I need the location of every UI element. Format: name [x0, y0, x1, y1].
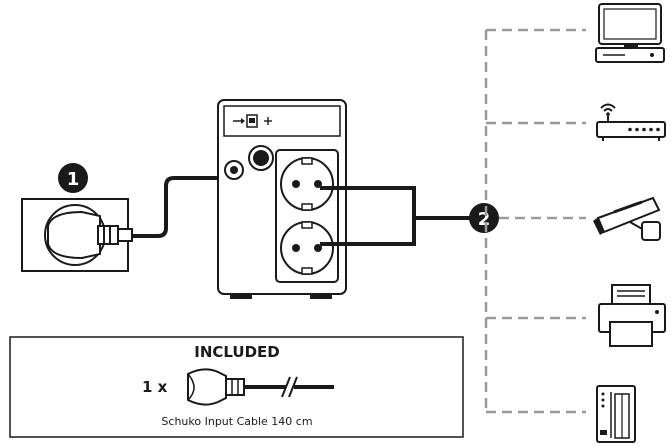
output-cable-1: [320, 186, 470, 220]
usb-port-icon: [233, 114, 258, 128]
device-bus: [484, 28, 586, 414]
included-caption: Schuko Input Cable 140 cm: [161, 415, 312, 428]
ups-outlet-2: [280, 221, 334, 275]
security-camera-icon: [593, 196, 661, 241]
step-2-number: 2: [478, 209, 491, 230]
printer-icon: [598, 284, 666, 347]
schuko-cable-icon: [187, 368, 334, 406]
step-1-badge: 1: [58, 163, 88, 193]
wifi-router-icon: [596, 103, 666, 141]
ups-unit: [217, 99, 347, 299]
step-2-badge: 2: [469, 203, 499, 233]
desktop-computer-icon: [595, 3, 665, 63]
nas-storage-icon: [596, 385, 636, 443]
included-box: INCLUDED 1 x Schuko Input Cable 140 cm: [9, 336, 464, 438]
output-cable-2: [320, 218, 416, 246]
wall-socket: [21, 198, 133, 272]
included-quantity: 1 x: [142, 378, 168, 396]
included-title: INCLUDED: [194, 343, 280, 361]
usb-symbol-icon: [264, 117, 272, 125]
ups-outlet-1: [280, 157, 334, 211]
step-1-number: 1: [67, 169, 80, 190]
